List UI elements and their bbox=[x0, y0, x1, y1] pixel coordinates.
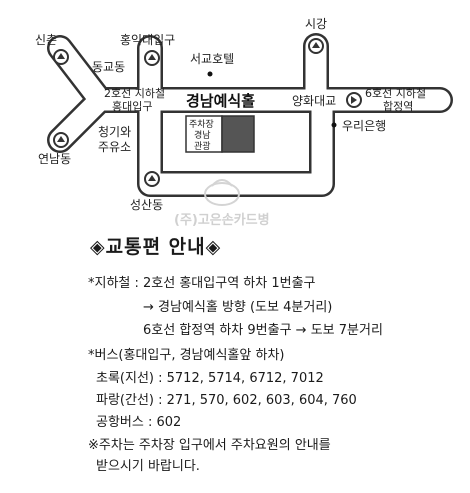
parking-note-line-2: 받으시기 바랍니다. bbox=[96, 459, 200, 474]
watermark-logo-icon bbox=[204, 179, 240, 206]
label-parking-3: 관광 bbox=[194, 140, 211, 152]
label-venue: 경남예식홀 bbox=[186, 92, 255, 110]
label-donggyodong: 동교동 bbox=[92, 60, 125, 74]
arrow-marker-seongsan-icon bbox=[144, 171, 160, 187]
label-line2-station: 2호선 지하철 bbox=[104, 86, 165, 100]
label-seongsandong: 성산동 bbox=[130, 198, 163, 212]
woori-bank-marker-icon bbox=[331, 122, 337, 128]
arrow-marker-sigang-icon bbox=[308, 38, 324, 54]
label-sinchon: 신촌 bbox=[35, 33, 57, 47]
bus-blue-routes: 파랑(간선) : 271, 570, 602, 603, 604, 760 bbox=[96, 393, 357, 408]
directions-title: ◈교통편 안내◈ bbox=[90, 236, 222, 258]
watermark-text: (주)고은손카드병 bbox=[174, 212, 270, 228]
subway-info-line-1: *지하철 : 2호선 홍대입구역 하차 1번출구 bbox=[88, 276, 316, 291]
label-parking-2: 경남 bbox=[194, 129, 211, 141]
location-map: 신촌 홍익대입구 시강 동교동 서교호텔 2호선 지하철 홍대입구 경남예식홀 … bbox=[35, 17, 453, 228]
road-network bbox=[47, 33, 453, 197]
label-line2-station-name: 홍대입구 bbox=[112, 99, 152, 113]
subway-info-line-2: → 경남예식홀 방향 (도보 4분거리) bbox=[143, 300, 333, 315]
arrow-marker-sinchon-icon bbox=[53, 49, 69, 65]
venue-building bbox=[221, 115, 255, 153]
label-yanghwa-bridge: 양화대교 bbox=[292, 94, 336, 108]
label-parking-1: 주차장 bbox=[189, 118, 214, 130]
arrow-marker-yeonnam-icon bbox=[53, 132, 69, 148]
label-cheonggiwa-1: 청기와 bbox=[98, 125, 131, 139]
bus-info-line: *버스(홍대입구, 경남예식홀앞 하차) bbox=[88, 348, 285, 363]
label-yeonnamdong: 연남동 bbox=[38, 152, 71, 166]
label-seogyo-hotel: 서교호텔 bbox=[190, 52, 234, 66]
label-woori-bank: 우리은행 bbox=[342, 118, 386, 133]
label-sigang: 시강 bbox=[305, 17, 327, 31]
parking-lot bbox=[185, 115, 223, 153]
bus-green-routes: 초록(지선) : 5712, 5714, 6712, 7012 bbox=[96, 371, 324, 386]
label-line6-station: 6호선 지하철 bbox=[365, 86, 426, 100]
label-line6-station-name: 합정역 bbox=[383, 100, 413, 113]
seogyo-hotel-marker-icon bbox=[207, 71, 213, 77]
label-cheonggiwa-2: 주유소 bbox=[98, 140, 131, 154]
airport-bus-routes: 공항버스 : 602 bbox=[96, 415, 182, 430]
label-hongik-gate: 홍익대입구 bbox=[120, 33, 175, 47]
parking-note-line-1: ※주차는 주차장 입구에서 주차요원의 안내를 bbox=[88, 438, 331, 453]
arrow-marker-hongik-icon bbox=[144, 50, 160, 66]
subway-info-line-3: 6호선 합정역 하차 9번출구 → 도보 7분거리 bbox=[143, 323, 383, 338]
arrow-marker-hapjeong-icon bbox=[346, 92, 362, 108]
